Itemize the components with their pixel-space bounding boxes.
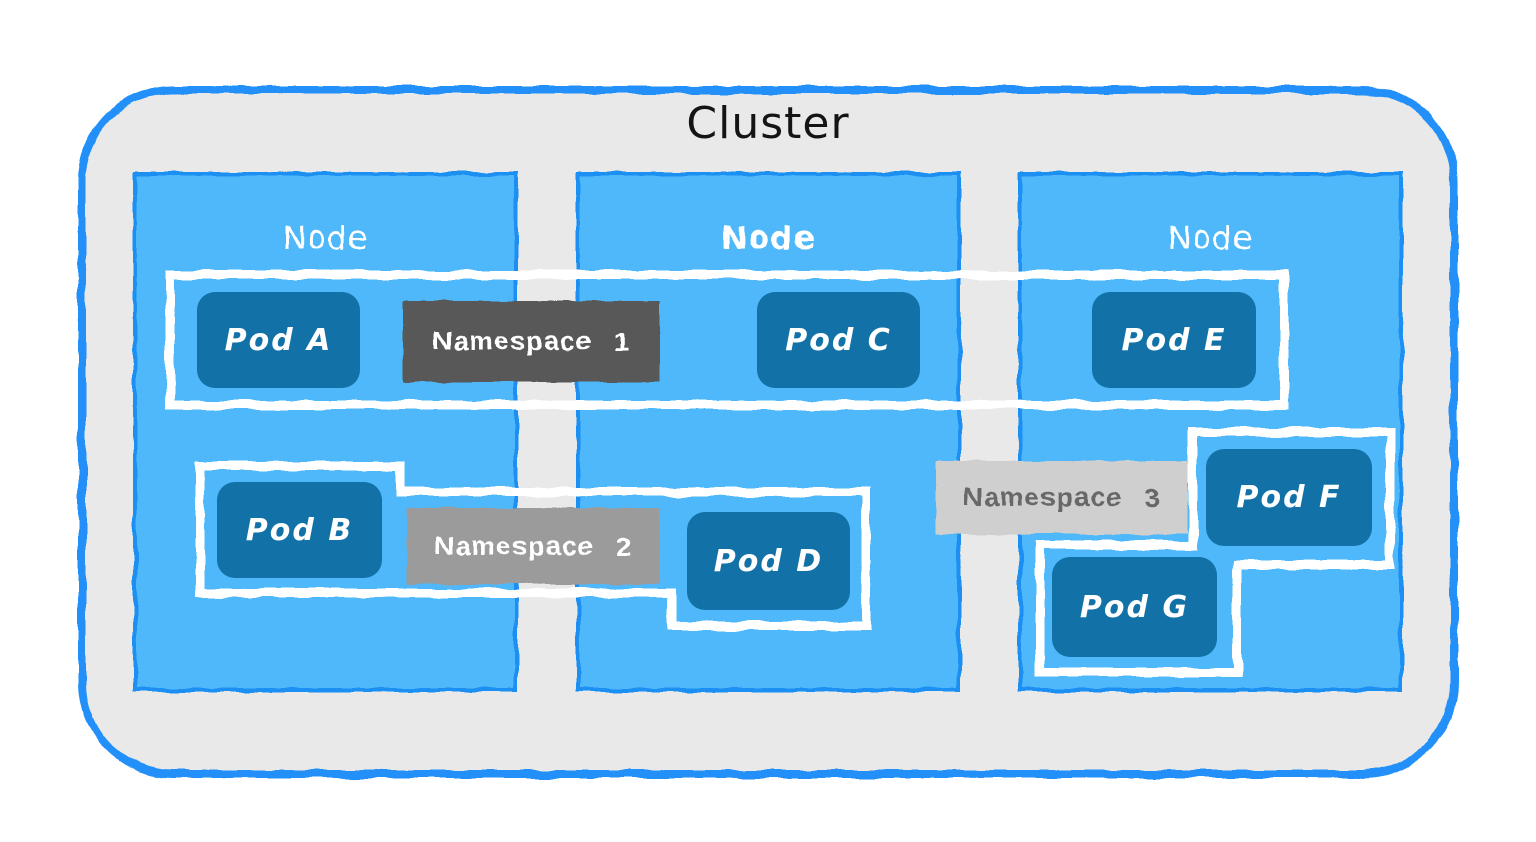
pod-e-label: Pod E bbox=[1121, 322, 1227, 358]
node-1: Node bbox=[133, 172, 518, 692]
pod-b: Pod B bbox=[217, 482, 382, 578]
pod-c: Pod C bbox=[757, 292, 920, 388]
pod-g: Pod G bbox=[1052, 557, 1217, 657]
pod-g-label: Pod G bbox=[1079, 589, 1190, 625]
pod-e: Pod E bbox=[1092, 292, 1256, 388]
pod-d: Pod D bbox=[687, 512, 850, 610]
pod-f-label: Pod F bbox=[1236, 480, 1342, 515]
node-3-label: Node bbox=[1168, 220, 1253, 256]
pod-f: Pod F bbox=[1206, 449, 1372, 546]
node-2: Node bbox=[576, 172, 961, 692]
cluster-title: Cluster bbox=[686, 98, 850, 149]
pod-a: Pod A bbox=[197, 292, 360, 388]
namespace-2-label: Namespace 2 bbox=[407, 508, 660, 584]
namespace-1-label: Namespace 1 bbox=[403, 301, 660, 382]
pod-c-label: Pod C bbox=[785, 322, 892, 358]
pod-b-label: Pod B bbox=[245, 512, 354, 548]
namespace-3-label: Namespace 3 bbox=[936, 461, 1188, 534]
pod-d-label: Pod D bbox=[713, 543, 824, 579]
node-1-label: Node bbox=[283, 220, 368, 256]
pod-a-label: Pod A bbox=[224, 322, 333, 358]
node-2-label: Node bbox=[721, 220, 816, 256]
